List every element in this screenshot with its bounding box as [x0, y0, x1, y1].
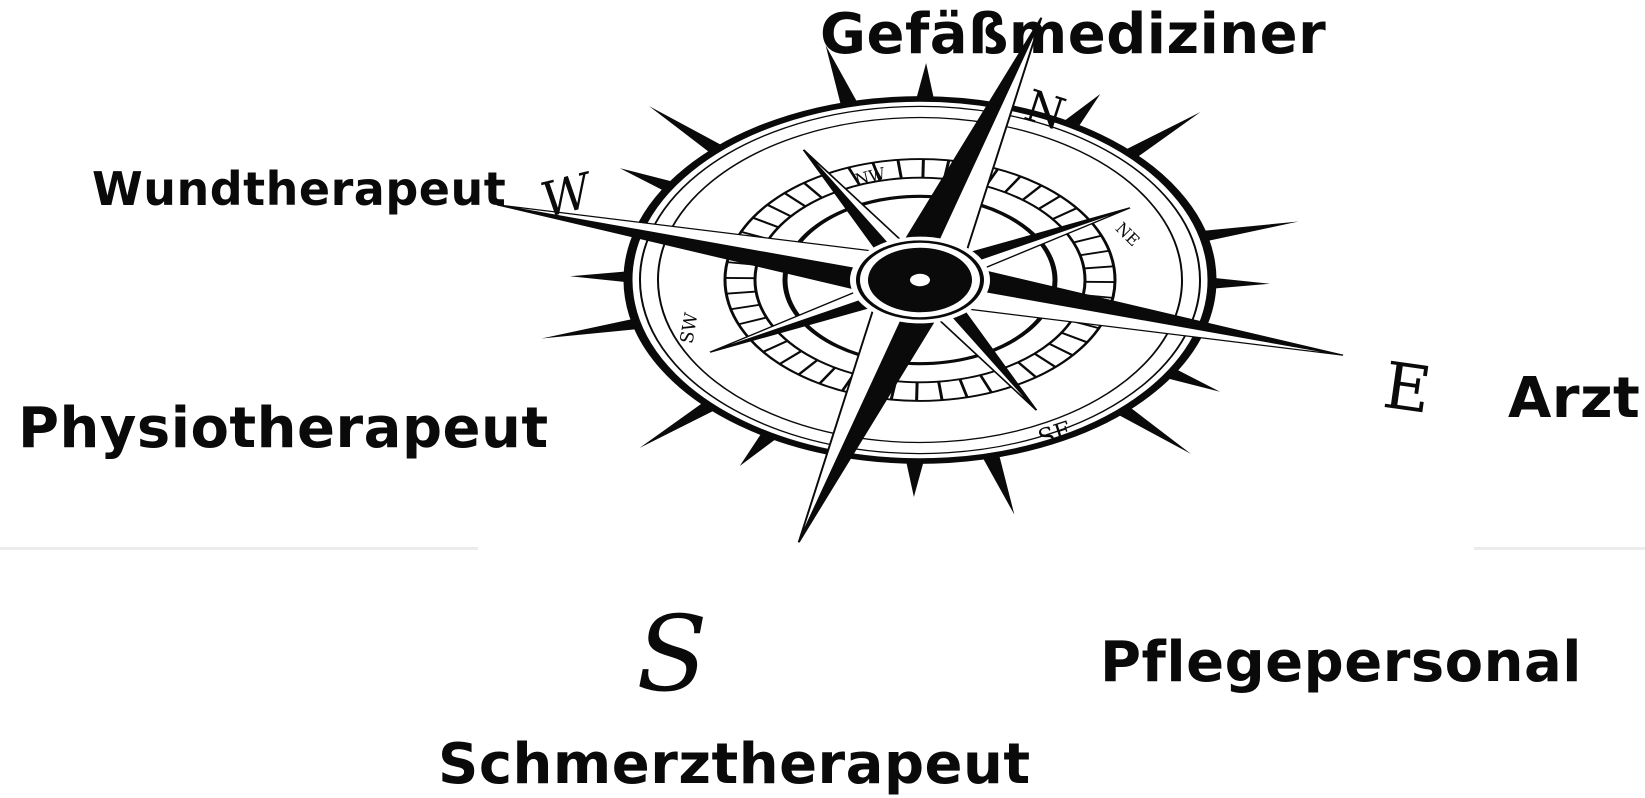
compass-spike	[911, 63, 947, 99]
compass-spike	[570, 263, 628, 285]
compass-spike	[1212, 274, 1270, 296]
role-label-vascular-physician: Gefäßmediziner	[820, 2, 1326, 67]
intercardinal-label-ne: NE	[1112, 219, 1144, 251]
compass-spike	[962, 454, 1038, 514]
role-label-physiotherapist: Physiotherapeut	[18, 396, 549, 461]
compass-spike	[740, 434, 776, 470]
role-label-doctor: Arzt	[1508, 366, 1640, 431]
compass-spike	[634, 106, 731, 153]
role-label-wound-therapist: Wundtherapeut	[92, 162, 506, 216]
intercardinal-label-nw: NW	[853, 163, 888, 189]
compass-spike	[614, 168, 672, 190]
compass-spike	[1109, 407, 1206, 454]
role-label-pain-therapist: Schmerztherapeut	[438, 732, 1031, 797]
compass-spike	[639, 397, 715, 457]
compass-spike	[1125, 103, 1201, 163]
intercardinal-label-se: SE	[1035, 415, 1076, 452]
compass-spike	[1168, 369, 1226, 391]
intercardinal-label-sw: SW	[676, 311, 702, 346]
compass-spike	[1201, 207, 1298, 254]
hub	[833, 226, 1006, 333]
role-label-nursing-staff: Pflegepersonal	[1100, 630, 1582, 695]
compass-spike	[893, 461, 929, 497]
compass-spike	[542, 306, 639, 353]
cardinal-label-east: E	[1379, 349, 1436, 429]
cardinal-label-south: S	[636, 593, 707, 715]
